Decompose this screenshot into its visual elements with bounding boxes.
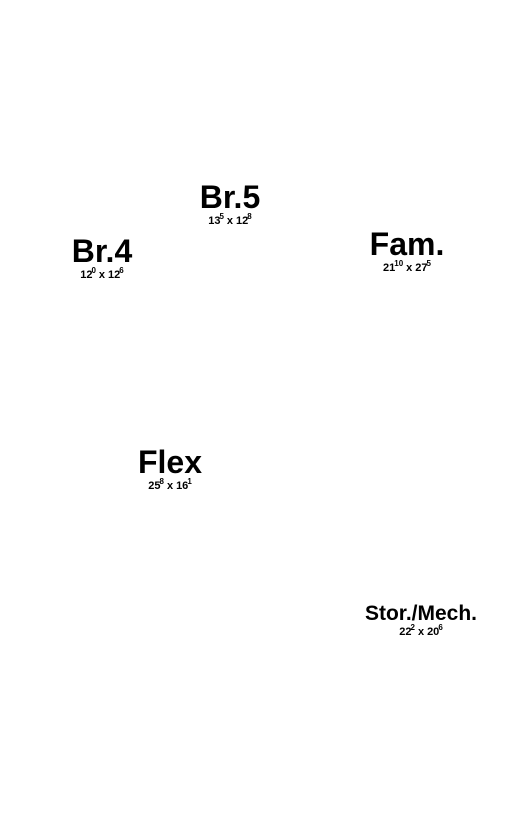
width-feet: 25 (148, 480, 161, 492)
room-name: Br.5 (199, 179, 261, 215)
dimension-separator: x (98, 269, 106, 281)
room-name: Fam. (369, 226, 445, 262)
length-feet: 12 (108, 269, 121, 281)
length-feet: 20 (427, 626, 440, 638)
dimension-separator: x (406, 262, 413, 274)
length-inches: 1 (187, 477, 192, 486)
dimension-separator: x (417, 626, 425, 638)
length-inches: 5 (426, 259, 431, 268)
length-inches: 8 (247, 212, 252, 221)
width-feet: 21 (383, 262, 396, 274)
room-name: Flex (137, 444, 203, 480)
length-inches: 6 (438, 623, 443, 632)
length-feet: 16 (176, 480, 189, 492)
width-feet: 13 (208, 215, 221, 227)
dimension-separator: x (226, 215, 234, 227)
length-feet: 27 (415, 262, 428, 274)
width-inches: 0 (91, 266, 96, 275)
width-inches: 8 (159, 477, 164, 486)
dimension-separator: x (166, 480, 174, 492)
room-name: Stor./Mech. (364, 602, 478, 625)
room-name: Br.4 (71, 233, 133, 269)
width-feet: 22 (399, 626, 412, 638)
width-inches: 5 (219, 212, 224, 221)
width-feet: 12 (80, 269, 93, 281)
width-inches: 10 (394, 259, 404, 268)
length-inches: 6 (119, 266, 124, 275)
length-feet: 12 (236, 215, 249, 227)
width-inches: 2 (410, 623, 415, 632)
